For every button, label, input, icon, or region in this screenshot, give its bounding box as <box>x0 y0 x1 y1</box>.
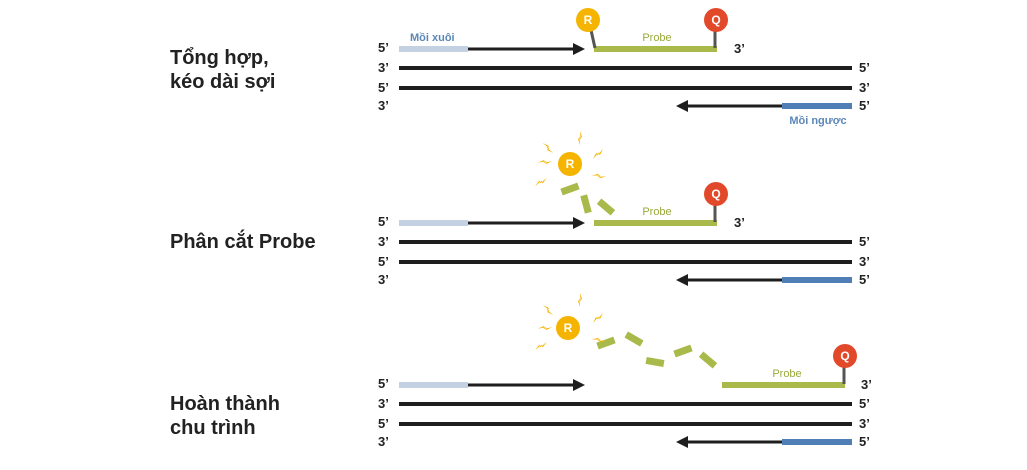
reporter-dye-icon-circle <box>576 8 600 32</box>
step-title-cleavage: Phân cắt Probe <box>170 230 316 254</box>
step-cleavage: 5’ 3’ 5’ 3’ 5’ 3’ 5’ Probe 3’ Q R <box>378 130 870 287</box>
reverse-primer-label: Mồi ngược <box>789 115 846 127</box>
probe-fragment-2 <box>580 194 592 214</box>
lightning-bolt-icon-4-shape <box>591 173 607 179</box>
lightning-bolt-icon-4 <box>591 337 607 343</box>
end-label-left-2: 3’ <box>378 60 389 75</box>
quencher-dye-icon-circle <box>833 344 857 368</box>
quencher-dye-icon-label: Q <box>840 349 849 363</box>
lightning-bolt-icon-3 <box>592 312 604 324</box>
probe-label: Probe <box>772 368 801 380</box>
step-title-extension-line-1: Tổng hợp, <box>170 47 269 69</box>
lightning-bolt-icon-5 <box>535 341 547 351</box>
reporter-dye-icon-circle <box>558 152 582 176</box>
lightning-bolt-icon-4 <box>591 173 607 179</box>
probe-fragment-1 <box>560 182 580 196</box>
probe-fragment-3 <box>645 356 665 368</box>
probe-label: Probe <box>642 206 671 218</box>
end-label-left-3: 5’ <box>378 80 389 95</box>
end-label-left-4: 3’ <box>378 272 389 287</box>
quencher-dye-icon-label: Q <box>711 13 720 27</box>
end-label-left-1: 5’ <box>378 214 389 229</box>
quencher-dye-icon: Q <box>704 182 728 206</box>
end-label-right-1: 5’ <box>859 234 870 249</box>
end-label-left-4: 3’ <box>378 434 389 449</box>
quencher-dye-icon: Q <box>833 344 857 368</box>
end-label-left-4: 3’ <box>378 98 389 113</box>
reverse-arrowhead-icon <box>676 436 688 448</box>
end-label-right-3: 5’ <box>859 272 870 287</box>
end-label-left-3: 5’ <box>378 416 389 431</box>
end-label-right-3: 5’ <box>859 434 870 449</box>
reverse-arrowhead-icon <box>676 100 688 112</box>
lightning-bolt-icon-1 <box>542 142 554 154</box>
end-label-left-3: 5’ <box>378 254 389 269</box>
forward-arrowhead-icon <box>573 217 585 229</box>
probe-three-prime-label: 3’ <box>734 41 745 56</box>
probe-fragment-1 <box>596 336 616 350</box>
lightning-bolt-icon-6 <box>537 159 553 165</box>
lightning-bolt-icon-6-shape <box>537 159 553 165</box>
probe-fragment-5 <box>698 351 718 369</box>
lightning-bolt-icon-2 <box>577 292 583 308</box>
reporter-dye-icon-label: R <box>564 321 573 335</box>
lightning-bolt-icon-5-shape <box>535 177 547 187</box>
step-title-extension-line-2: kéo dài sợi <box>170 71 276 93</box>
lightning-bolt-icon-5 <box>535 177 547 187</box>
reporter-dye-icon: R <box>556 316 580 340</box>
quencher-dye-icon-circle <box>704 182 728 206</box>
step-title-complete: Hoàn thành chu trình <box>170 392 280 440</box>
step-title-extension: Tổng hợp, kéo dài sợi <box>170 46 275 94</box>
reverse-arrowhead-icon <box>676 274 688 286</box>
lightning-bolt-icon-6-shape <box>537 325 553 331</box>
reporter-dye-icon: R <box>558 152 582 176</box>
step-title-cleavage-line-1: Phân cắt Probe <box>170 231 316 253</box>
reporter-dye-icon: R <box>576 8 600 32</box>
reporter-dye-icon-label: R <box>584 13 593 27</box>
probe-fragment-4 <box>673 344 693 358</box>
step-title-complete-line-2: chu trình <box>170 417 256 439</box>
lightning-bolt-icon-5-shape <box>535 341 547 351</box>
lightning-bolt-icon-1 <box>542 304 554 316</box>
end-label-left-2: 3’ <box>378 396 389 411</box>
quencher-dye-icon-circle <box>704 8 728 32</box>
lightning-bolt-icon-6 <box>537 325 553 331</box>
end-label-left-1: 5’ <box>378 376 389 391</box>
forward-primer-label: Mồi xuôi <box>410 32 455 44</box>
end-label-right-2: 3’ <box>859 80 870 95</box>
lightning-bolt-icon-3-shape <box>592 148 604 160</box>
lightning-bolt-icon-3-shape <box>592 312 604 324</box>
end-label-right-1: 5’ <box>859 60 870 75</box>
probe-three-prime-label: 3’ <box>734 215 745 230</box>
end-label-right-2: 3’ <box>859 254 870 269</box>
end-label-left-1: 5’ <box>378 40 389 55</box>
probe-three-prime-label: 3’ <box>861 377 872 392</box>
lightning-bolt-icon-2-shape <box>577 130 583 146</box>
end-label-right-2: 3’ <box>859 416 870 431</box>
lightning-bolt-icon-1-shape <box>542 142 554 154</box>
lightning-bolt-icon-2-shape <box>577 292 583 308</box>
forward-arrowhead-icon <box>573 379 585 391</box>
probe-fragment-3 <box>596 198 616 216</box>
reporter-dye-icon-label: R <box>566 157 575 171</box>
probe-label: Probe <box>642 32 671 44</box>
reporter-dye-icon-circle <box>556 316 580 340</box>
step-title-complete-line-1: Hoàn thành <box>170 393 280 415</box>
end-label-right-1: 5’ <box>859 396 870 411</box>
lightning-bolt-icon-2 <box>577 130 583 146</box>
end-label-right-3: 5’ <box>859 98 870 113</box>
quencher-dye-icon: Q <box>704 8 728 32</box>
lightning-bolt-icon-4-shape <box>591 337 607 343</box>
probe-fragment-2 <box>624 331 644 347</box>
lightning-bolt-icon-3 <box>592 148 604 160</box>
lightning-bolt-icon-1-shape <box>542 304 554 316</box>
step-complete: 5’ 3’ 5’ 3’ 5’ 3’ 5’ Probe 3’ Q R <box>378 292 872 449</box>
quencher-dye-icon-label: Q <box>711 187 720 201</box>
forward-arrowhead-icon <box>573 43 585 55</box>
end-label-left-2: 3’ <box>378 234 389 249</box>
reporter-linker <box>589 29 597 49</box>
